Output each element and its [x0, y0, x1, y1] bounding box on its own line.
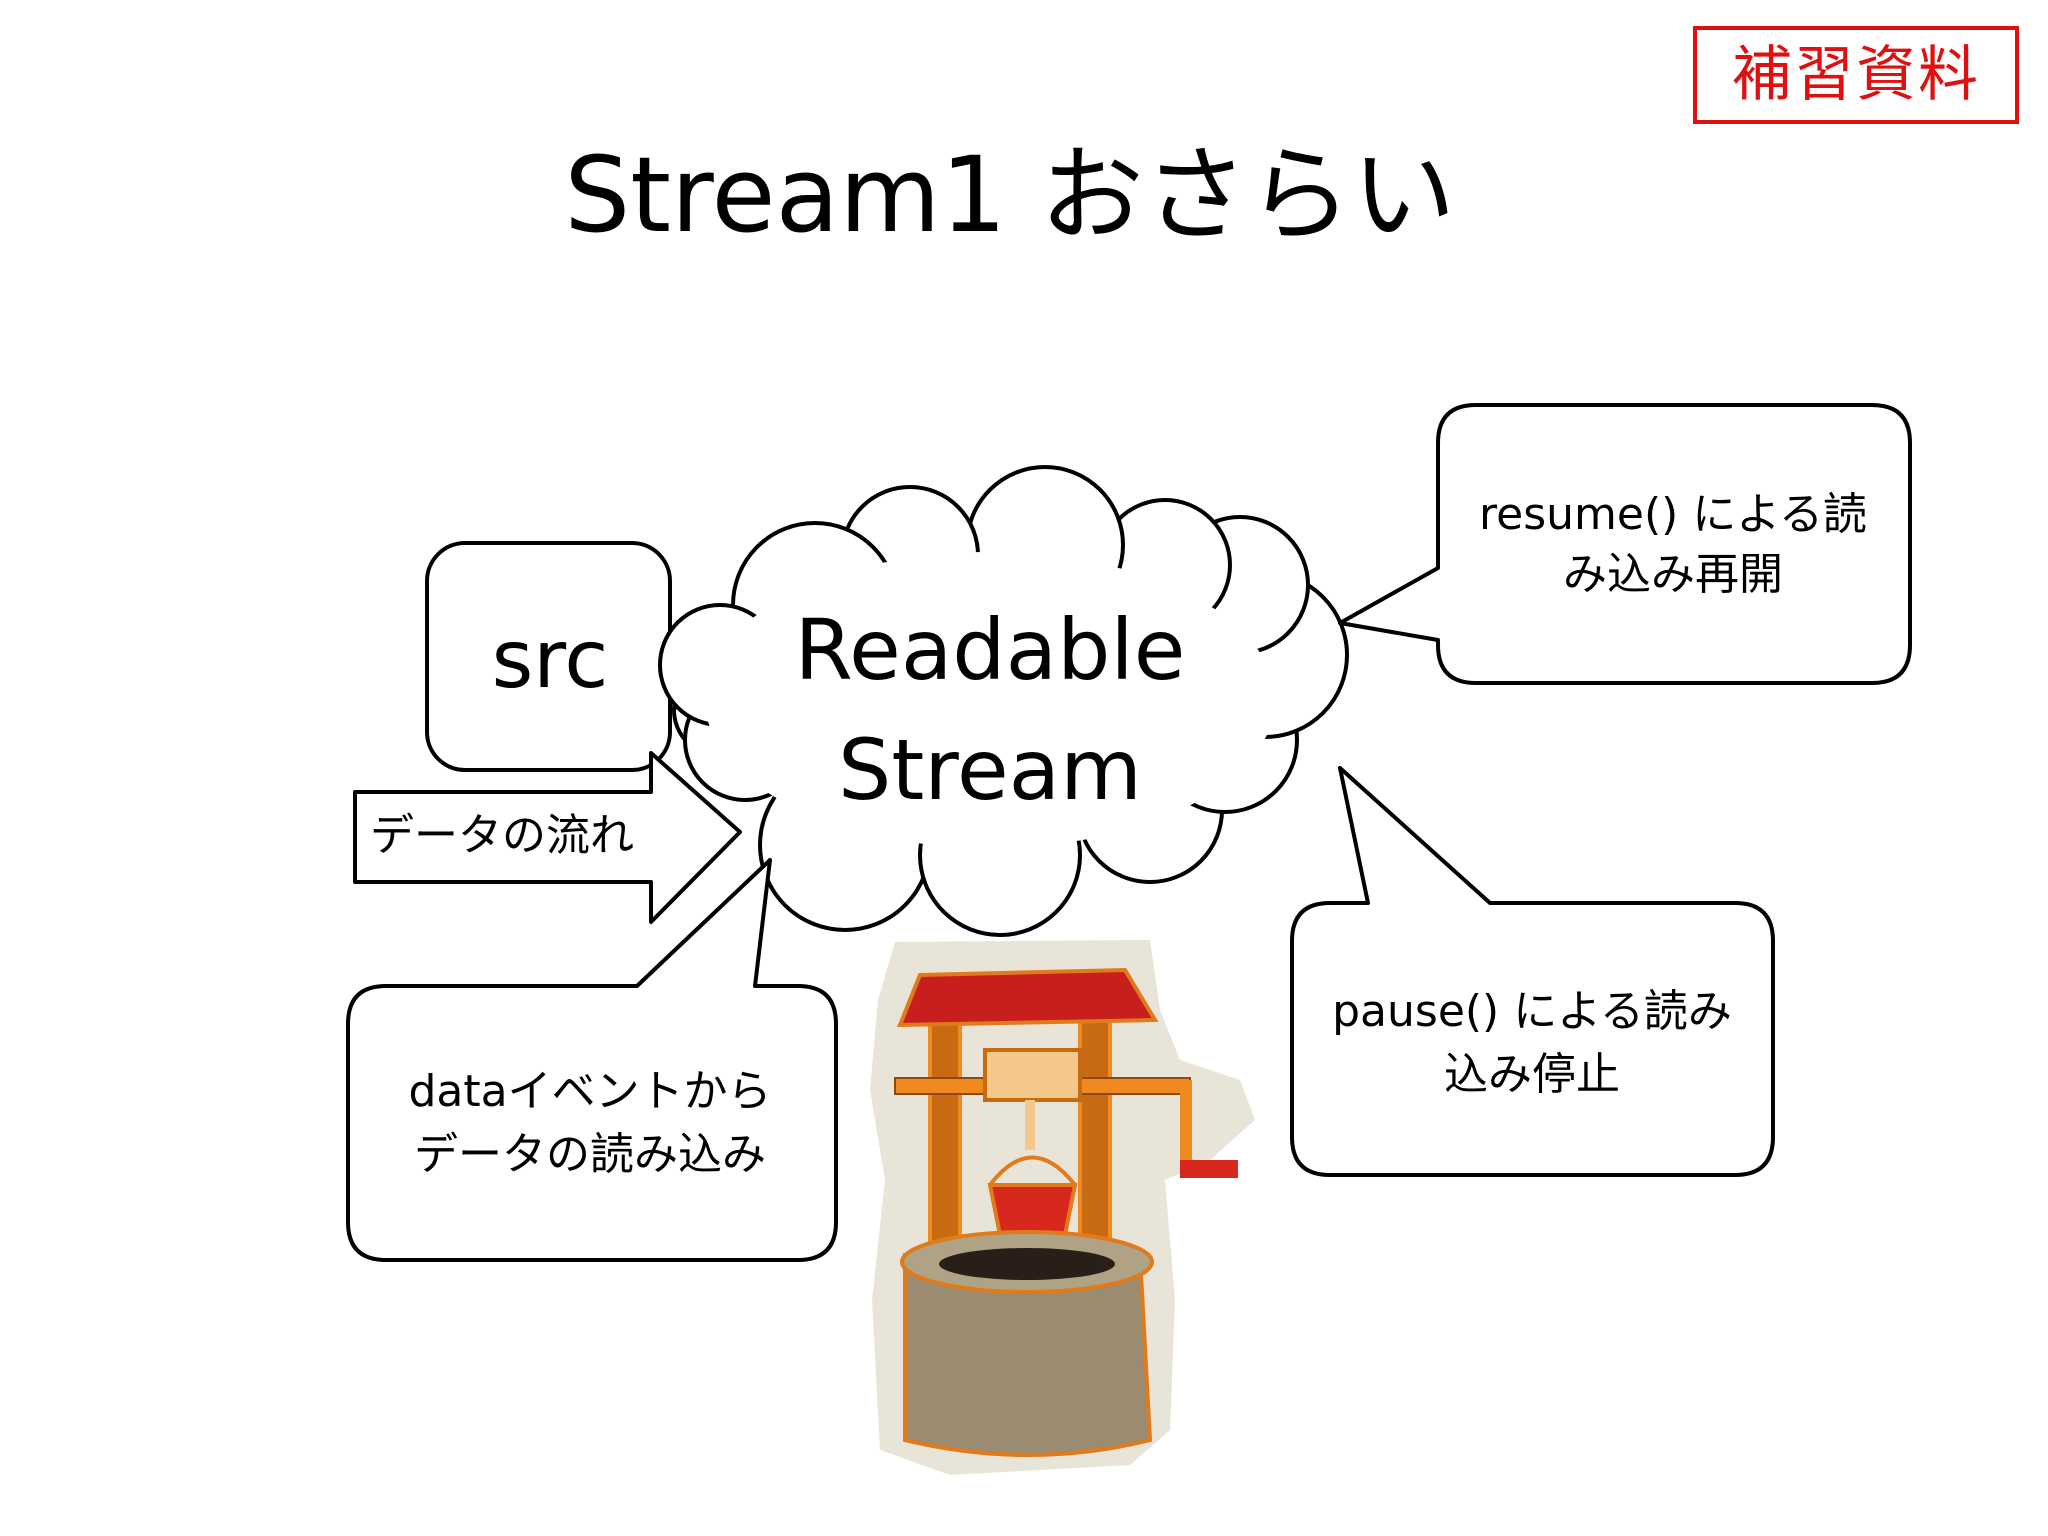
src-label: src: [491, 613, 609, 706]
water-well-icon: [870, 940, 1255, 1475]
readable-stream-cloud: [658, 465, 1349, 937]
resume-callout-line2: み込み再開: [1563, 549, 1783, 600]
data-event-callout-line2: データの読み込み: [414, 1129, 766, 1180]
supplementary-material-stamp: 補習資料: [1693, 26, 2019, 124]
data-flow-arrow: [353, 751, 742, 924]
data-event-callout-line1: dataイベントから: [408, 1066, 772, 1117]
pause-callout-body: [1290, 766, 1775, 1177]
resume-callout: [1338, 403, 1912, 685]
cloud-label-line2: Stream: [838, 721, 1142, 819]
pause-callout-line1: pause() による読み: [1332, 986, 1732, 1037]
data-flow-label: データの流れ: [370, 810, 634, 861]
cloud-label-line1: Readable: [794, 601, 1186, 699]
data-event-callout: [346, 858, 838, 1262]
resume-callout-line1: resume() による読: [1479, 489, 1867, 540]
pause-callout-line2: 込み停止: [1444, 1049, 1620, 1100]
slide-title: Stream1 おさらい: [564, 134, 1456, 256]
